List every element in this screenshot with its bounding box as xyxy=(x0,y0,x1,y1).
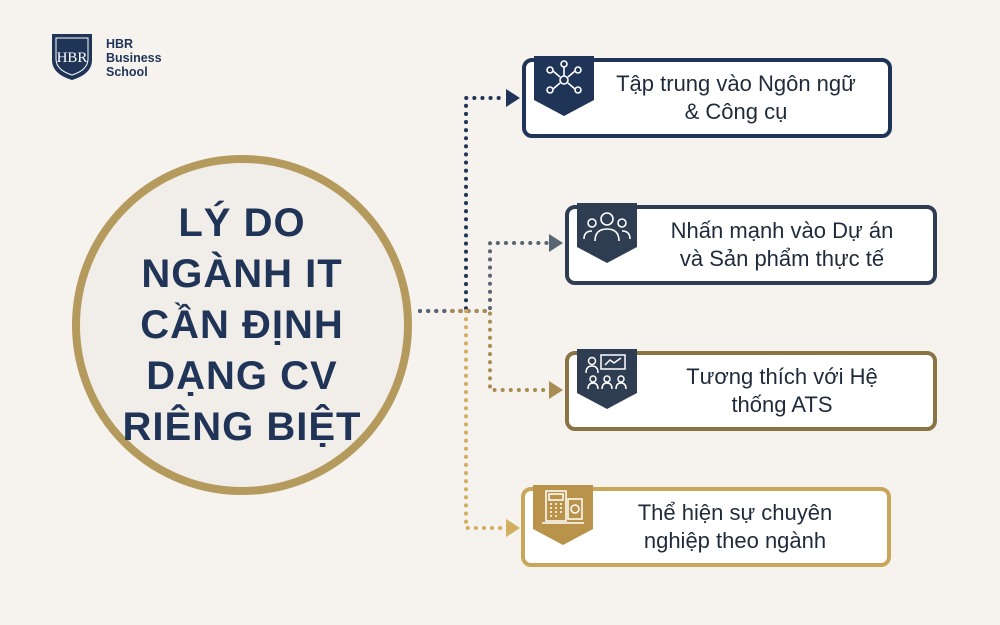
card-2-line-2: và Sản phẩm thực tế xyxy=(679,246,885,271)
card-4-line-1: Thể hiện sự chuyên xyxy=(637,500,833,525)
network-people-icon xyxy=(534,56,594,116)
logo-monogram: HBR xyxy=(57,50,88,66)
title-line-1: LÝ DO xyxy=(178,200,306,245)
connector-1 xyxy=(418,96,507,313)
card-3-line-1: Tương thích với Hệ xyxy=(686,364,878,389)
main-topic-circle: LÝ DO NGÀNH IT CẦN ĐỊNH DẠNG CV RIÊNG BI… xyxy=(72,155,412,495)
main-topic-title: LÝ DO NGÀNH IT CẦN ĐỊNH DẠNG CV RIÊNG BI… xyxy=(92,198,392,453)
connector-3 xyxy=(450,309,550,392)
card-3-line-2: thống ATS xyxy=(731,392,833,417)
card-1-line-2: & Công cụ xyxy=(684,99,788,124)
connector-4 xyxy=(464,309,507,530)
title-line-4: DẠNG CV xyxy=(146,353,338,398)
connector-arrows xyxy=(506,89,563,537)
brand-logo: HBR HBR Business School xyxy=(50,30,180,86)
calculator-document-icon xyxy=(533,485,593,545)
card-4-line-2: nghiệp theo ngành xyxy=(643,528,827,553)
card-2-line-1: Nhấn mạnh vào Dự án xyxy=(670,218,894,243)
brand-line-2: Business xyxy=(106,51,162,65)
shield-logo-icon: HBR xyxy=(52,34,92,80)
card-1-line-1: Tập trung vào Ngôn ngữ xyxy=(616,71,856,96)
title-line-5: RIÊNG BIỆT xyxy=(122,404,362,449)
brand-line-1: HBR xyxy=(106,37,134,51)
brand-line-3: School xyxy=(106,65,148,79)
meeting-presentation-icon xyxy=(577,349,637,409)
title-line-3: CẦN ĐỊNH xyxy=(140,302,344,347)
connector-2 xyxy=(418,241,550,313)
team-group-icon xyxy=(577,203,637,263)
title-line-2: NGÀNH IT xyxy=(141,251,343,296)
